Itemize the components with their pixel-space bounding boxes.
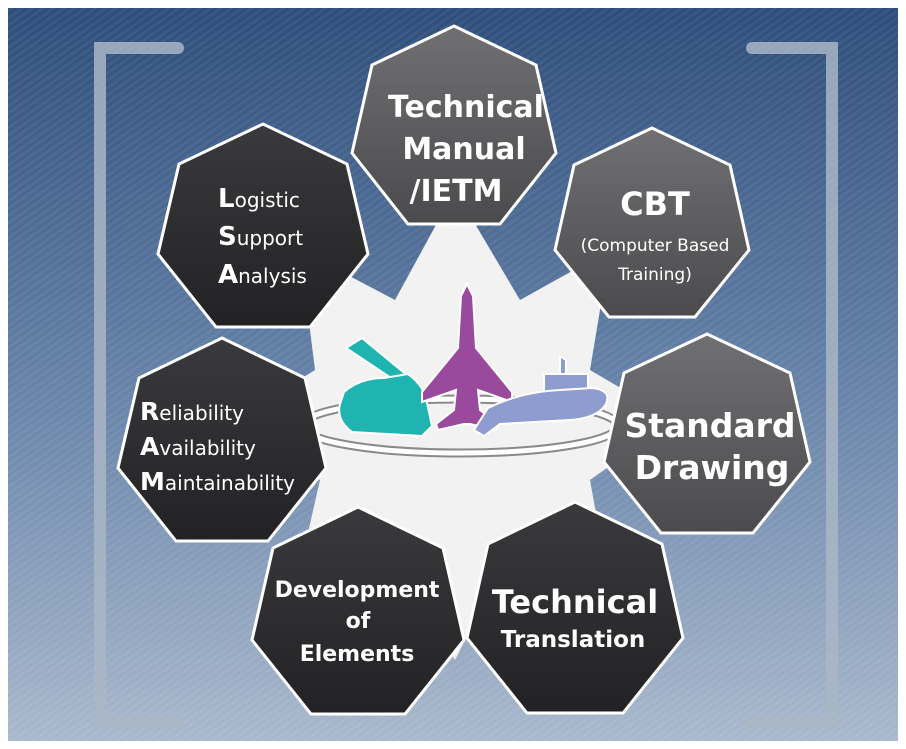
submarine-icon bbox=[472, 354, 609, 438]
node-development-shape bbox=[250, 505, 466, 716]
node-development-line-1: Development bbox=[275, 578, 440, 603]
node-lsa-line-1: Logistic bbox=[218, 184, 300, 214]
node-lsa-shape bbox=[156, 122, 370, 329]
node-lsa-rest-1: ogistic bbox=[235, 188, 300, 212]
node-cbt[interactable]: CBT (Computer Based Training) bbox=[553, 126, 751, 319]
node-development[interactable]: Development of Elements bbox=[250, 505, 466, 716]
left-bracket bbox=[94, 42, 184, 728]
node-technical-translation-shape bbox=[465, 500, 685, 715]
node-lsa-rest-2: upport bbox=[237, 226, 304, 250]
node-technical-translation[interactable]: Technical Translation bbox=[465, 500, 685, 715]
node-ram-initial-a: A bbox=[140, 432, 160, 461]
node-cbt-title: CBT bbox=[620, 185, 690, 223]
node-development-line-2: of bbox=[346, 609, 371, 634]
node-cbt-sub-line-1: (Computer Based bbox=[581, 236, 730, 256]
node-ram[interactable]: Reliability Availability Maintainability bbox=[116, 336, 328, 543]
node-ram-rest-1: eliability bbox=[159, 401, 244, 425]
node-technical-manual[interactable]: Technical Manual /IETM bbox=[350, 24, 558, 226]
node-technical-translation-line-2: Translation bbox=[501, 627, 646, 653]
fighter-jet-icon bbox=[421, 281, 513, 432]
node-ram-shape bbox=[116, 336, 328, 543]
node-development-line-3: Elements bbox=[300, 642, 415, 667]
node-ram-rest-2: vailability bbox=[159, 436, 256, 460]
node-standard-drawing[interactable]: Standard Drawing bbox=[602, 332, 812, 535]
node-ram-rest-3: aintainability bbox=[165, 471, 295, 495]
node-technical-manual-line-1: Technical bbox=[388, 90, 544, 125]
right-bracket bbox=[746, 42, 838, 728]
node-technical-manual-line-3: /IETM bbox=[410, 174, 503, 209]
node-standard-drawing-line-2: Drawing bbox=[635, 448, 790, 487]
node-ram-initial-r: R bbox=[140, 397, 159, 426]
node-lsa-line-3: Analysis bbox=[218, 260, 307, 290]
node-lsa-initial-l: L bbox=[218, 184, 235, 214]
node-lsa-initial-a: A bbox=[218, 260, 238, 290]
node-lsa-initial-s: S bbox=[218, 222, 237, 252]
node-ram-line-3: Maintainability bbox=[140, 467, 295, 496]
tank-icon bbox=[338, 336, 434, 438]
node-cbt-sub-line-2: Training) bbox=[617, 265, 692, 285]
node-ram-line-2: Availability bbox=[140, 432, 256, 461]
node-technical-translation-line-1: Technical bbox=[492, 583, 658, 621]
node-cbt-shape bbox=[553, 126, 751, 319]
node-technical-manual-shape bbox=[350, 24, 558, 226]
node-ram-initial-m: M bbox=[140, 467, 165, 496]
node-ram-line-1: Reliability bbox=[140, 397, 244, 426]
node-lsa-rest-3: nalysis bbox=[238, 264, 307, 288]
node-lsa[interactable]: Logistic Support Analysis bbox=[156, 122, 370, 329]
node-standard-drawing-line-1: Standard bbox=[624, 406, 795, 445]
node-technical-manual-line-2: Manual bbox=[402, 132, 525, 167]
node-standard-drawing-shape bbox=[602, 332, 812, 535]
node-lsa-line-2: Support bbox=[218, 222, 303, 252]
